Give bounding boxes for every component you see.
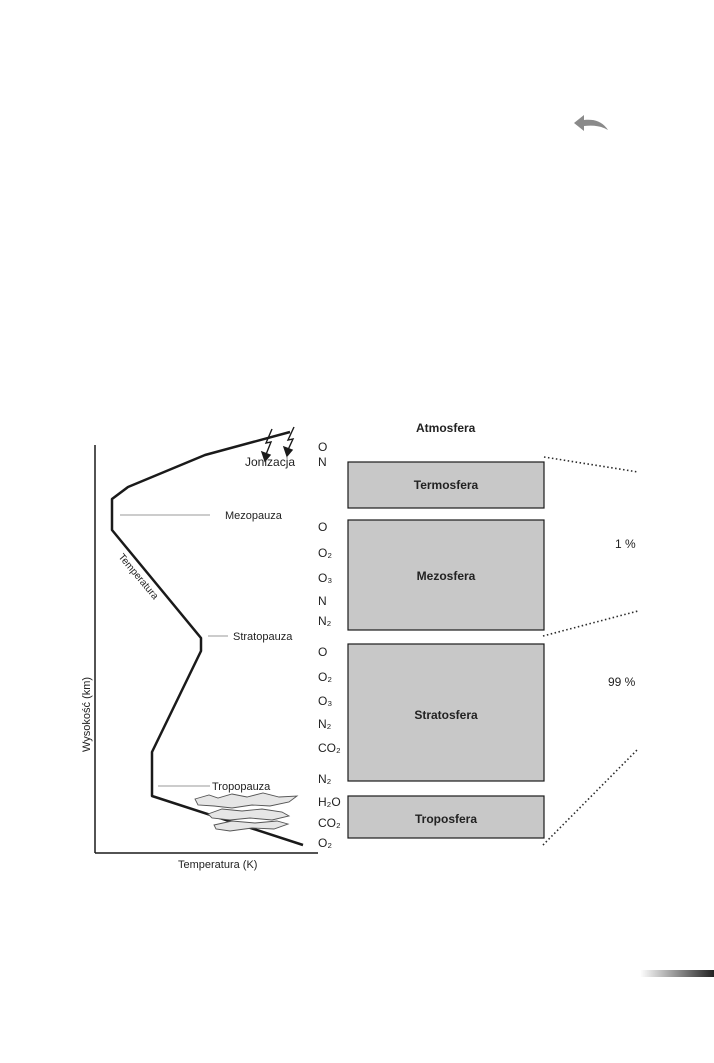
gas-label: N [318, 455, 327, 469]
gas-label: O [318, 520, 327, 534]
gas-label: N₂ [318, 717, 332, 731]
thermosphere-label: Termosfera [414, 478, 479, 492]
dotted-line [542, 610, 639, 637]
mesosphere-box [347, 519, 545, 631]
mesopause-label: Mezopauza [225, 510, 283, 522]
stratosphere-label: Stratosfera [414, 708, 478, 722]
gas-label: N₂ [318, 772, 332, 786]
gas-label: CO₂ [318, 741, 341, 755]
troposphere-box [347, 795, 545, 839]
y-axis-label: Wysokość (km) [81, 677, 93, 752]
cloud-icon [194, 792, 299, 832]
percentage-upper: 1 % [615, 537, 636, 551]
page-corner-bar [640, 970, 714, 977]
gas-label: O₂ [318, 670, 332, 684]
stratosphere-box [347, 643, 545, 782]
gas-list-thermosphere: O N [318, 440, 327, 469]
gas-label: O₃ [318, 571, 332, 585]
gas-label: O₂ [318, 546, 332, 560]
temperature-curve [110, 430, 304, 847]
thermosphere-box [347, 461, 545, 509]
gas-label: O₂ [318, 836, 332, 850]
x-axis-label: Temperatura (K) [178, 859, 257, 871]
gas-label: H₂O [318, 795, 341, 809]
gas-label: N₂ [318, 614, 332, 628]
gas-list-troposphere: H₂O CO₂ O₂ [318, 795, 341, 850]
troposphere-label: Troposfera [415, 812, 477, 826]
tropopause-label: Tropopauza [212, 781, 271, 793]
gas-list-mesosphere: O O₂ O₃ N N₂ [318, 520, 332, 628]
gas-label: O [318, 645, 327, 659]
back-arrow-icon[interactable] [570, 112, 612, 134]
ionization-label: Jonizacja [245, 455, 295, 469]
ionization-arrows-icon [260, 426, 295, 463]
percentage-lower: 99 % [608, 675, 636, 689]
gas-label: CO₂ [318, 816, 341, 830]
temperature-curve-label: Temperatura [116, 552, 161, 602]
gas-label: O [318, 440, 327, 454]
dotted-line [542, 748, 639, 846]
stratopause-label: Stratopauza [233, 631, 293, 643]
dotted-line [543, 456, 639, 473]
diagram-title: Atmosfera [416, 421, 476, 435]
mesosphere-label: Mezosfera [417, 569, 476, 583]
gas-list-stratosphere: O O₂ O₃ N₂ CO₂ N₂ [318, 645, 341, 786]
gas-label: O₃ [318, 694, 332, 708]
gas-label: N [318, 594, 327, 608]
